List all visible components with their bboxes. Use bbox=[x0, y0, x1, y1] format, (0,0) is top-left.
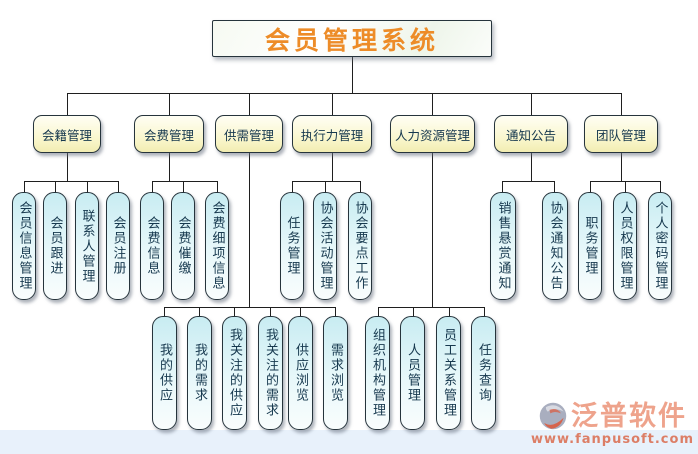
connector-line bbox=[484, 307, 485, 316]
leaf-node: 会员注册 bbox=[106, 192, 130, 300]
leaf-node: 人员管理 bbox=[400, 316, 425, 430]
branch-node: 团队管理 bbox=[584, 115, 658, 153]
connector-line bbox=[152, 181, 153, 192]
fanpu-logo-icon bbox=[538, 401, 568, 431]
connector-line bbox=[625, 181, 626, 192]
connector-line bbox=[249, 153, 250, 307]
connector-line bbox=[292, 181, 293, 192]
connector-line bbox=[249, 93, 250, 115]
connector-line bbox=[183, 181, 184, 192]
connector-line bbox=[531, 153, 532, 181]
connector-line bbox=[67, 93, 68, 115]
footer-strip bbox=[0, 430, 698, 454]
leaf-node: 组织机构管理 bbox=[365, 316, 390, 430]
branch-node: 会籍管理 bbox=[33, 115, 101, 153]
connector-line bbox=[164, 307, 165, 316]
connector-line bbox=[164, 307, 336, 308]
connector-line bbox=[55, 181, 56, 192]
connector-line bbox=[169, 93, 170, 115]
leaf-node: 会费信息 bbox=[140, 192, 164, 300]
connector-line bbox=[87, 181, 88, 192]
leaf-node: 协会通知公告 bbox=[542, 192, 568, 300]
connector-line bbox=[24, 181, 119, 182]
connector-line bbox=[335, 307, 336, 316]
leaf-node: 我关注的供应 bbox=[222, 316, 247, 430]
leaf-node: 需求浏览 bbox=[323, 316, 348, 430]
leaf-node: 任务管理 bbox=[280, 192, 304, 300]
connector-line bbox=[118, 181, 119, 192]
connector-line bbox=[554, 181, 555, 192]
connector-line bbox=[531, 93, 532, 115]
root-node: 会员管理系统 bbox=[212, 20, 492, 57]
connector-line bbox=[67, 93, 622, 94]
watermark-brand: 泛普软件 bbox=[570, 400, 687, 432]
leaf-node: 协会活动管理 bbox=[313, 192, 337, 300]
connector-line bbox=[169, 153, 170, 181]
connector-line bbox=[432, 93, 433, 115]
leaf-node: 职务管理 bbox=[578, 192, 602, 300]
watermark: 泛普软件 www.fanpusoft.com bbox=[530, 400, 694, 448]
leaf-node: 协会要点工作 bbox=[348, 192, 372, 300]
leaf-node: 我的需求 bbox=[187, 316, 212, 430]
connector-line bbox=[152, 181, 218, 182]
connector-line bbox=[621, 153, 622, 181]
connector-line bbox=[234, 307, 235, 316]
connector-line bbox=[352, 57, 353, 93]
leaf-node: 个人密码管理 bbox=[648, 192, 672, 300]
connector-line bbox=[199, 307, 200, 316]
branch-node: 执行力管理 bbox=[292, 115, 372, 153]
leaf-node: 联系人管理 bbox=[75, 192, 99, 300]
leaf-node: 供应浏览 bbox=[288, 316, 313, 430]
connector-line bbox=[24, 181, 25, 192]
leaf-node: 会员跟进 bbox=[43, 192, 67, 300]
leaf-node: 我的供应 bbox=[152, 316, 177, 430]
branch-node: 会费管理 bbox=[134, 115, 204, 153]
connector-line bbox=[590, 181, 591, 192]
leaf-node: 任务查询 bbox=[471, 316, 496, 430]
branch-node: 供需管理 bbox=[215, 115, 283, 153]
leaf-node: 我关注的需求 bbox=[258, 316, 283, 430]
connector-line bbox=[502, 181, 555, 182]
connector-line bbox=[432, 153, 433, 307]
connector-line bbox=[449, 307, 450, 316]
connector-line bbox=[413, 307, 414, 316]
leaf-node: 会费细项信息 bbox=[205, 192, 229, 300]
connector-line bbox=[660, 181, 661, 192]
connector-line bbox=[502, 181, 503, 192]
connector-line bbox=[360, 181, 361, 192]
connector-line bbox=[332, 153, 333, 181]
branch-node: 人力资源管理 bbox=[390, 115, 475, 153]
connector-line bbox=[378, 307, 485, 308]
leaf-node: 会员信息管理 bbox=[12, 192, 36, 300]
watermark-url: www.fanpusoft.com bbox=[530, 432, 694, 447]
connector-line bbox=[270, 307, 271, 316]
leaf-node: 会费催缴 bbox=[171, 192, 195, 300]
leaf-node: 销售悬赏通知 bbox=[490, 192, 516, 300]
connector-line bbox=[621, 93, 622, 115]
connector-line bbox=[217, 181, 218, 192]
connector-line bbox=[67, 153, 68, 181]
leaf-node: 员工关系管理 bbox=[436, 316, 461, 430]
connector-line bbox=[292, 181, 361, 182]
leaf-node: 人员权限管理 bbox=[613, 192, 637, 300]
connector-line bbox=[332, 93, 333, 115]
connector-line bbox=[378, 307, 379, 316]
branch-node: 通知公告 bbox=[494, 115, 568, 153]
connector-line bbox=[325, 181, 326, 192]
connector-line bbox=[300, 307, 301, 316]
